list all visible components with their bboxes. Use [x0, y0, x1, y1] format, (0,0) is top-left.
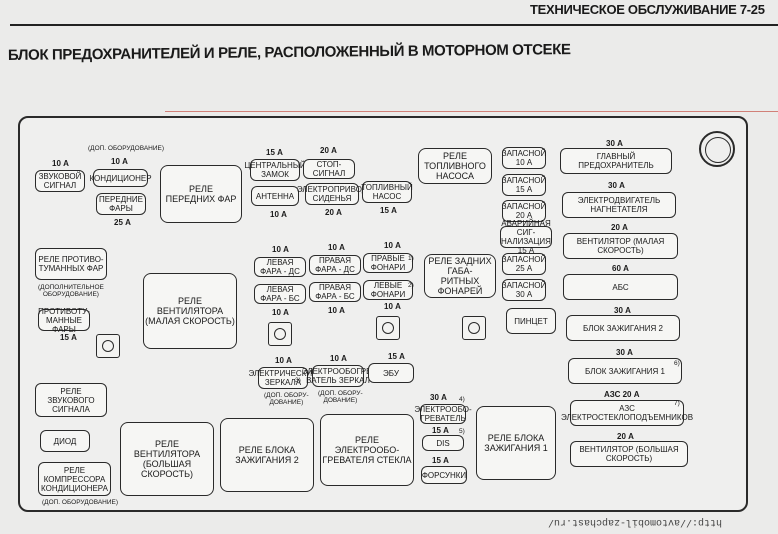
- rating-right-lights: 10 А: [384, 241, 401, 250]
- fuse-horn: ЗВУКОВОЙ СИГНАЛ: [35, 170, 85, 192]
- rating-central-lock: 15 А: [266, 148, 283, 157]
- rating-horn: 10 А: [52, 159, 69, 168]
- rating-right-hl-bc: 10 А: [328, 306, 345, 315]
- fuse-abs: АБС: [563, 274, 678, 300]
- fuse-headlights: ПЕРЕДНИЕ ФАРЫ: [96, 193, 146, 215]
- divider-line: [165, 111, 778, 112]
- rating-seat: 20 А: [325, 208, 342, 217]
- note-1: 1): [408, 255, 414, 262]
- fuse-spare-15: ЗАПАСНОЙ 15 А: [501, 174, 547, 196]
- relay-headlights: РЕЛЕ ПЕРЕДНИХ ФАР: [160, 165, 242, 223]
- fuse-seat-drive: ЭЛЕКТРОПРИВОД СИДЕНЬЯ: [296, 183, 368, 205]
- note-optional-mirrors: (ДОП. ОБОРУ- ДОВАНИЕ): [264, 392, 309, 406]
- note-4: 4): [459, 396, 465, 403]
- fuse-mirror-heater: ЭЛЕКТРООБОГРЕ- ВАТЕЛЬ ЗЕРКАЛ: [301, 365, 375, 387]
- diode: ДИОД: [40, 430, 90, 452]
- fuse-ac: КОНДИЦИОНЕР: [89, 169, 152, 187]
- fuse-stop-signal: СТОП-СИГНАЛ: [303, 159, 355, 179]
- rating-ignition-1: 30 А: [616, 348, 633, 357]
- fuse-tweezers: ПИНЦЕТ: [506, 308, 556, 334]
- rating-ignition-2: 30 А: [614, 306, 631, 315]
- rating-injectors: 15 А: [432, 456, 449, 465]
- fuse-fan-high: ВЕНТИЛЯТОР (БОЛЬШАЯ СКОРОСТЬ): [570, 441, 688, 467]
- note-3: 3): [295, 377, 301, 384]
- relay-ac-compressor: РЕЛЕ КОМПРЕССОРА КОНДИЦИОНЕРА: [38, 462, 111, 496]
- relay-ignition-2: РЕЛЕ БЛОКА ЗАЖИГАНИЯ 2: [220, 418, 314, 492]
- watermark-url: http://avtomobil-zapchast.ru/: [548, 516, 723, 527]
- rating-fan-low: 20 А: [611, 223, 628, 232]
- fuse-left-lamps: ЛЕВЫЕ ФОНАРИ: [363, 280, 413, 300]
- note-optional-mirror-heater: (ДОП. ОБОРУ- ДОВАНИЕ): [318, 390, 363, 404]
- rating-antenna: 10 А: [270, 210, 287, 219]
- rating-fog-lights: 15 А: [60, 333, 77, 342]
- connector-socket-3: [376, 316, 400, 340]
- note-2: 2): [408, 282, 414, 289]
- fuse-left-headlight-high: ЛЕВАЯ ФАРА - ДС: [254, 257, 306, 277]
- rating-ecu: 15 А: [388, 352, 405, 361]
- page-header: ТЕХНИЧЕСКОЕ ОБСЛУЖИВАНИЕ 7-25: [530, 2, 765, 17]
- fuse-right-lamps: ПРАВЫЕ ФОНАРИ: [363, 253, 413, 273]
- note-5: 5): [459, 428, 465, 435]
- fuse-blower-motor: ЭЛЕКТРОДВИГАТЕЛЬ НАГНЕТАТЕЛЯ: [562, 192, 676, 218]
- fuse-electric-mirrors: ЭЛЕКТРИЧЕСКИЕ ЗЕРКАЛА: [248, 367, 318, 389]
- relay-ignition-1: РЕЛЕ БЛОКА ЗАЖИГАНИЯ 1: [476, 406, 556, 480]
- fuse-fog-lights: ПРОТИВОТУ- МАННЫЕ ФАРЫ: [38, 306, 90, 334]
- fuse-spare-30: ЗАПАСНОЙ 30 А: [501, 279, 547, 301]
- relay-horn: РЕЛЕ ЗВУКОВОГО СИГНАЛА: [35, 383, 107, 417]
- fuse-ecu: ЭБУ: [368, 363, 414, 383]
- rating-mirror-heater: 10 А: [330, 354, 347, 363]
- header-rule: [10, 24, 778, 26]
- rating-fuel-pump: 15 А: [380, 206, 397, 215]
- connector-socket-1: [96, 334, 120, 358]
- page-title: БЛОК ПРЕДОХРАНИТЕЛЕЙ И РЕЛЕ, РАСПОЛОЖЕНН…: [7, 41, 571, 64]
- note-optional-equipment: (ДОП. ОБОРУДОВАНИЕ): [88, 145, 165, 152]
- fuse-antenna: АНТЕННА: [251, 186, 299, 206]
- fuse-main: ГЛАВНЫЙ ПРЕДОХРАНИТЕЛЬ: [560, 148, 672, 174]
- fuse-heater: ЭЛЕКТРООБО- ГРЕВАТЕЛЬ: [414, 404, 472, 424]
- rating-fan-high: 20 А: [617, 432, 634, 441]
- fuse-ignition-1: БЛОК ЗАЖИГАНИЯ 1: [568, 358, 682, 384]
- rating-dis: 15 А: [432, 426, 449, 435]
- rating-right-hl-dc: 10 А: [328, 243, 345, 252]
- note-additional-equipment: (ДОПОЛНИТЕЛЬНОЕ ОБОРУДОВАНИЕ): [38, 284, 104, 298]
- fuse-right-headlight-high: ПРАВАЯ ФАРА - ДС: [309, 255, 361, 275]
- rating-headlights: 25 А: [114, 218, 131, 227]
- connector-socket-2: [268, 322, 292, 346]
- rating-left-hl-dc: 10 А: [272, 245, 289, 254]
- rating-mirrors: 10 А: [275, 356, 292, 365]
- rating-window-breaker: АЗС 20 А: [604, 390, 640, 399]
- rating-heater: 30 А: [430, 393, 447, 402]
- fuse-left-headlight-low: ЛЕВАЯ ФАРА - БС: [254, 284, 306, 304]
- rating-left-lights: 10 А: [384, 302, 401, 311]
- fuse-dis: DIS: [422, 435, 464, 451]
- relay-fuel-pump: РЕЛЕ ТОПЛИВНОГО НАСОСА: [418, 148, 492, 184]
- note-7: 7): [674, 400, 680, 407]
- rating-stop: 20 А: [320, 146, 337, 155]
- fuse-right-headlight-low: ПРАВАЯ ФАРА - БС: [309, 282, 361, 302]
- fuse-injectors: ФОРСУНКИ: [421, 466, 467, 484]
- fuse-spare-20: ЗАПАСНОЙ 20 А: [501, 200, 547, 222]
- rating-blower: 30 А: [608, 181, 625, 190]
- fuse-hazard: АВАРИЙНАЯ СИГ- НАЛИЗАЦИЯ 15 А: [500, 219, 552, 255]
- rating-abs: 60 А: [612, 264, 629, 273]
- fuse-fuel-pump: ТОПЛИВНЫЙ НАСОС: [361, 181, 413, 203]
- relay-rear-lamps: РЕЛЕ ЗАДНИХ ГАБА- РИТНЫХ ФОНАРЕЙ: [424, 254, 496, 298]
- rating-main-fuse: 30 А: [606, 139, 623, 148]
- rating-ac: 10 А: [111, 157, 128, 166]
- fuse-spare-25: ЗАПАСНОЙ 25 А: [501, 253, 547, 275]
- connector-socket-4: [462, 316, 486, 340]
- breaker-power-windows: АЗС ЭЛЕКТРОСТЕКЛОПОДЪЕМНИКОВ: [561, 400, 693, 426]
- relay-fan-high: РЕЛЕ ВЕНТИЛЯТОРА (БОЛЬШАЯ СКОРОСТЬ): [120, 422, 214, 496]
- note-6: 6): [674, 360, 680, 367]
- fuse-spare-10: ЗАПАСНОЙ 10 А: [501, 147, 547, 169]
- relay-rear-window-heater: РЕЛЕ ЭЛЕКТРООБО- ГРЕВАТЕЛЯ СТЕКЛА: [320, 414, 414, 486]
- mounting-hole-icon: [699, 131, 735, 167]
- fuse-ignition-2: БЛОК ЗАЖИГАНИЯ 2: [566, 315, 680, 341]
- fuse-central-lock: ЦЕНТРАЛЬНЫЙ ЗАМОК: [244, 159, 306, 181]
- fuse-fan-low: ВЕНТИЛЯТОР (МАЛАЯ СКОРОСТЬ): [563, 233, 678, 259]
- relay-fog-lights: РЕЛЕ ПРОТИВО- ТУМАННЫХ ФАР: [35, 248, 107, 280]
- note-optional-equipment-2: (ДОП. ОБОРУДОВАНИЕ): [42, 499, 119, 506]
- rating-left-hl-bc: 10 А: [272, 308, 289, 317]
- relay-fan-low: РЕЛЕ ВЕНТИЛЯТОРА (МАЛАЯ СКОРОСТЬ): [143, 273, 237, 349]
